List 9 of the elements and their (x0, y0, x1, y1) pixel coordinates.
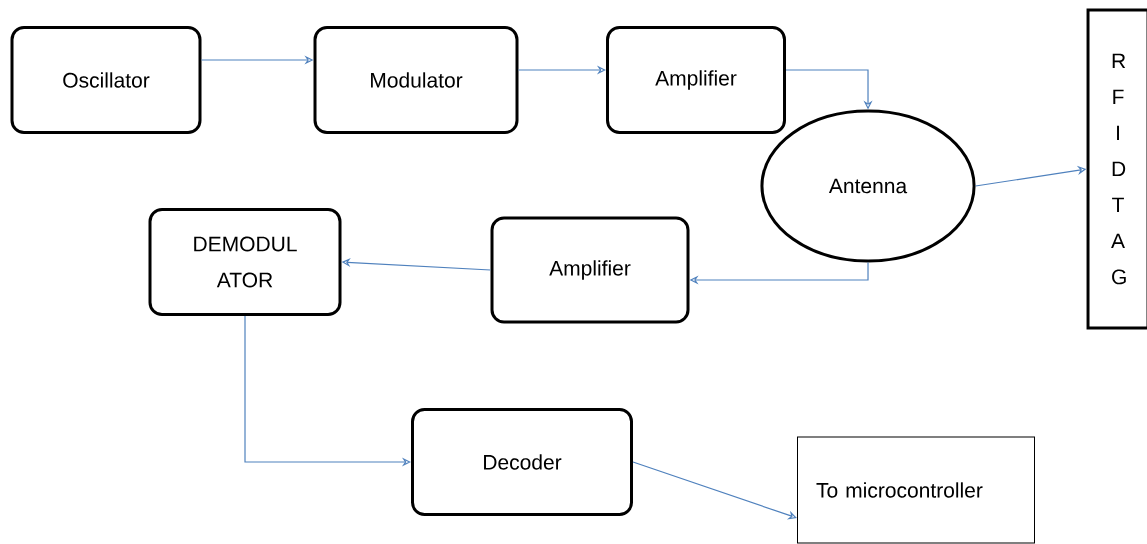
process-box: Amplifier (606, 26, 786, 134)
process-box: DEMODUL ATOR (148, 208, 342, 316)
process-box: Oscillator (10, 26, 202, 134)
process-box: Decoder (411, 408, 633, 516)
process-box: Modulator (313, 26, 519, 134)
arrow (632, 461, 797, 520)
tag-box: R F I D T A G (1086, 8, 1147, 330)
output-box: To microcontroller (797, 436, 1035, 544)
process-box: Amplifier (490, 216, 690, 324)
